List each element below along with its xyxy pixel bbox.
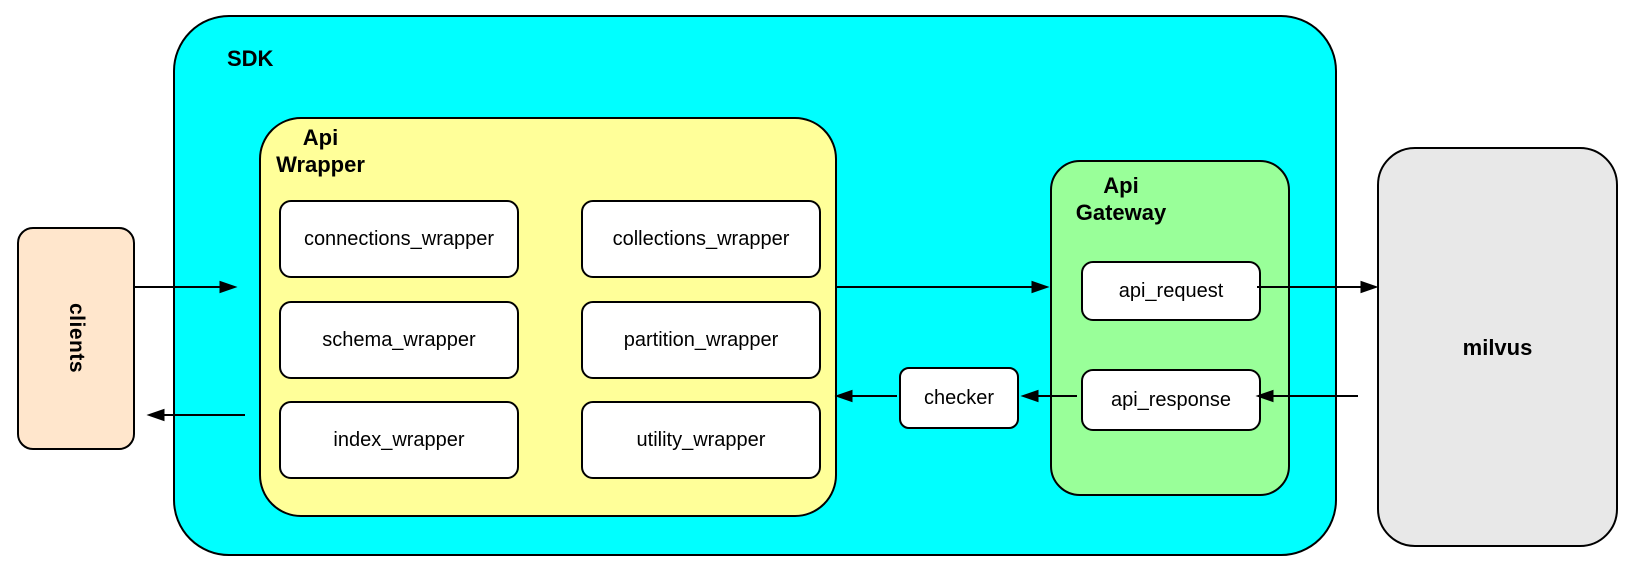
api-wrapper-label: Api Wrapper <box>263 124 378 178</box>
api-wrapper-label-line1: Api <box>302 125 339 150</box>
api-response-box: api_response <box>1081 369 1261 431</box>
api-gateway-label: Api Gateway <box>1061 172 1181 226</box>
api-request-box: api_request <box>1081 261 1261 321</box>
utility-wrapper-box: utility_wrapper <box>581 401 821 479</box>
schema-wrapper-box: schema_wrapper <box>279 301 519 379</box>
milvus-label: milvus <box>1462 334 1533 360</box>
milvus-box: milvus <box>1377 147 1618 547</box>
connections-wrapper-box: connections_wrapper <box>279 200 519 278</box>
api-wrapper-container: Api Wrapper connections_wrapper collecti… <box>259 117 837 517</box>
api-gateway-label-line2: Gateway <box>1075 200 1167 225</box>
partition-wrapper-box: partition_wrapper <box>581 301 821 379</box>
index-wrapper-box: index_wrapper <box>279 401 519 479</box>
checker-box: checker <box>899 367 1019 429</box>
sdk-label: SDK <box>227 46 274 71</box>
api-wrapper-label-line2: Wrapper <box>276 152 365 177</box>
api-gateway-container: Api Gateway api_request api_response <box>1050 160 1290 496</box>
api-gateway-label-line1: Api <box>1103 173 1139 198</box>
clients-box: clients <box>17 227 135 450</box>
clients-label: clients <box>65 303 88 374</box>
sdk-container: SDK Api Wrapper connections_wrapper coll… <box>173 15 1337 556</box>
collections-wrapper-box: collections_wrapper <box>581 200 821 278</box>
